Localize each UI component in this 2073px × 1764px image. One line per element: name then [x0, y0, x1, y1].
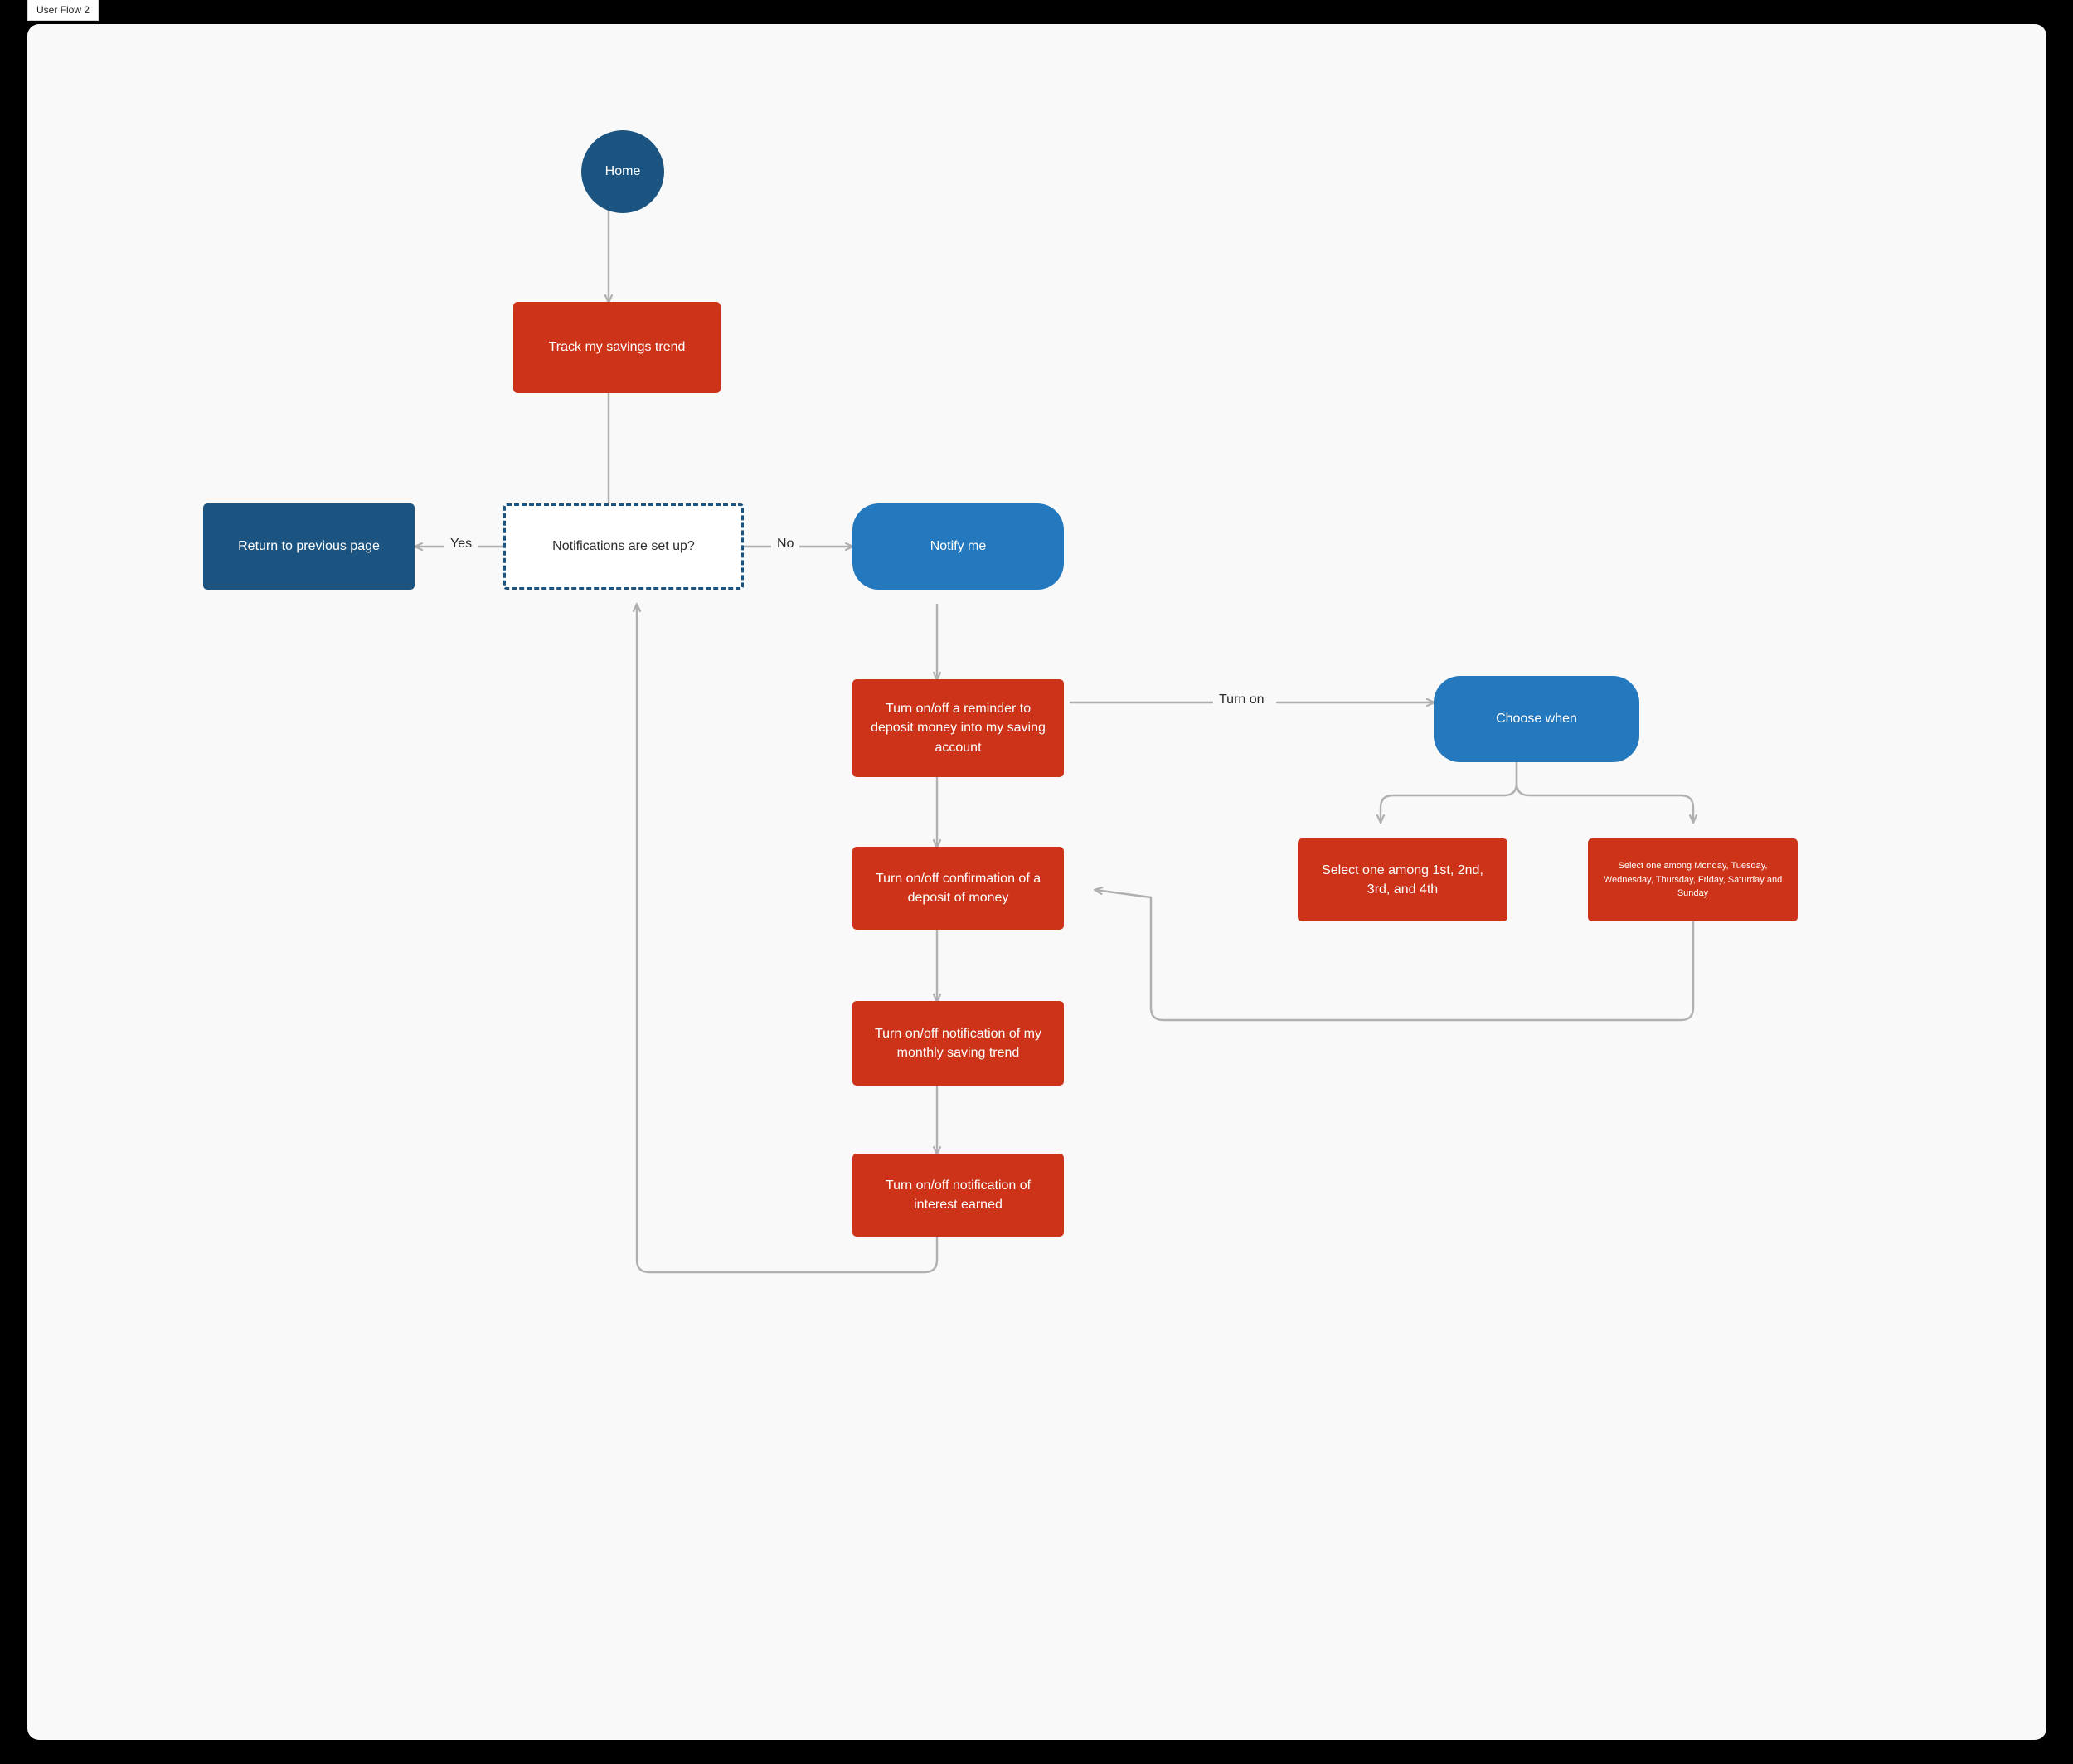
edge-choosewhen-to-ordinal: [1381, 761, 1518, 822]
node-monthly-saving-trend-label: Turn on/off notification of my monthly s…: [875, 1026, 1041, 1060]
node-confirm-deposit-label: Turn on/off confirmation of a deposit of…: [875, 871, 1041, 905]
node-track-my-savings-trend[interactable]: Track my savings trend: [513, 302, 721, 393]
node-return-to-previous-page[interactable]: Return to previous page: [203, 503, 415, 590]
node-decision-notifications-set-up[interactable]: Notifications are set up?: [503, 503, 744, 590]
edge-label-no: No: [771, 537, 800, 552]
node-return-to-previous-page-label: Return to previous page: [238, 539, 380, 554]
node-confirm-deposit[interactable]: Turn on/off confirmation of a deposit of…: [852, 847, 1064, 930]
node-select-weekday[interactable]: Select one among Monday, Tuesday, Wednes…: [1588, 838, 1798, 921]
node-home[interactable]: Home: [581, 130, 664, 213]
node-select-week-ordinal-label: Select one among 1st, 2nd, 3rd, and 4th: [1322, 863, 1483, 897]
node-track-my-savings-trend-label: Track my savings trend: [548, 340, 686, 355]
edge-label-turn-on: Turn on: [1213, 692, 1270, 707]
node-monthly-saving-trend[interactable]: Turn on/off notification of my monthly s…: [852, 1001, 1064, 1086]
edge-label-yes: Yes: [444, 537, 478, 552]
node-choose-when-label: Choose when: [1496, 712, 1577, 726]
edge-weekday-loop-arrow: [1095, 890, 1153, 899]
tab-strip: User Flow 2: [27, 0, 100, 21]
node-reminder-deposit[interactable]: Turn on/off a reminder to deposit money …: [852, 679, 1064, 777]
flowchart-canvas[interactable]: Home Track my savings trend Return to pr…: [27, 24, 2046, 1740]
node-decision-notifications-set-up-label: Notifications are set up?: [552, 539, 695, 554]
edge-choosewhen-to-weekday: [1515, 761, 1693, 822]
node-select-week-ordinal[interactable]: Select one among 1st, 2nd, 3rd, and 4th: [1298, 838, 1507, 921]
node-home-label: Home: [604, 164, 641, 179]
node-reminder-deposit-label: Turn on/off a reminder to deposit money …: [871, 702, 1046, 755]
tab-user-flow-2[interactable]: User Flow 2: [27, 0, 100, 21]
node-notify-me[interactable]: Notify me: [852, 503, 1064, 590]
node-notify-me-label: Notify me: [930, 539, 987, 554]
node-select-weekday-label: Select one among Monday, Tuesday, Wednes…: [1603, 861, 1783, 899]
node-choose-when[interactable]: Choose when: [1434, 676, 1639, 762]
node-interest-earned-label: Turn on/off notification of interest ear…: [885, 1178, 1032, 1212]
node-interest-earned[interactable]: Turn on/off notification of interest ear…: [852, 1154, 1064, 1237]
